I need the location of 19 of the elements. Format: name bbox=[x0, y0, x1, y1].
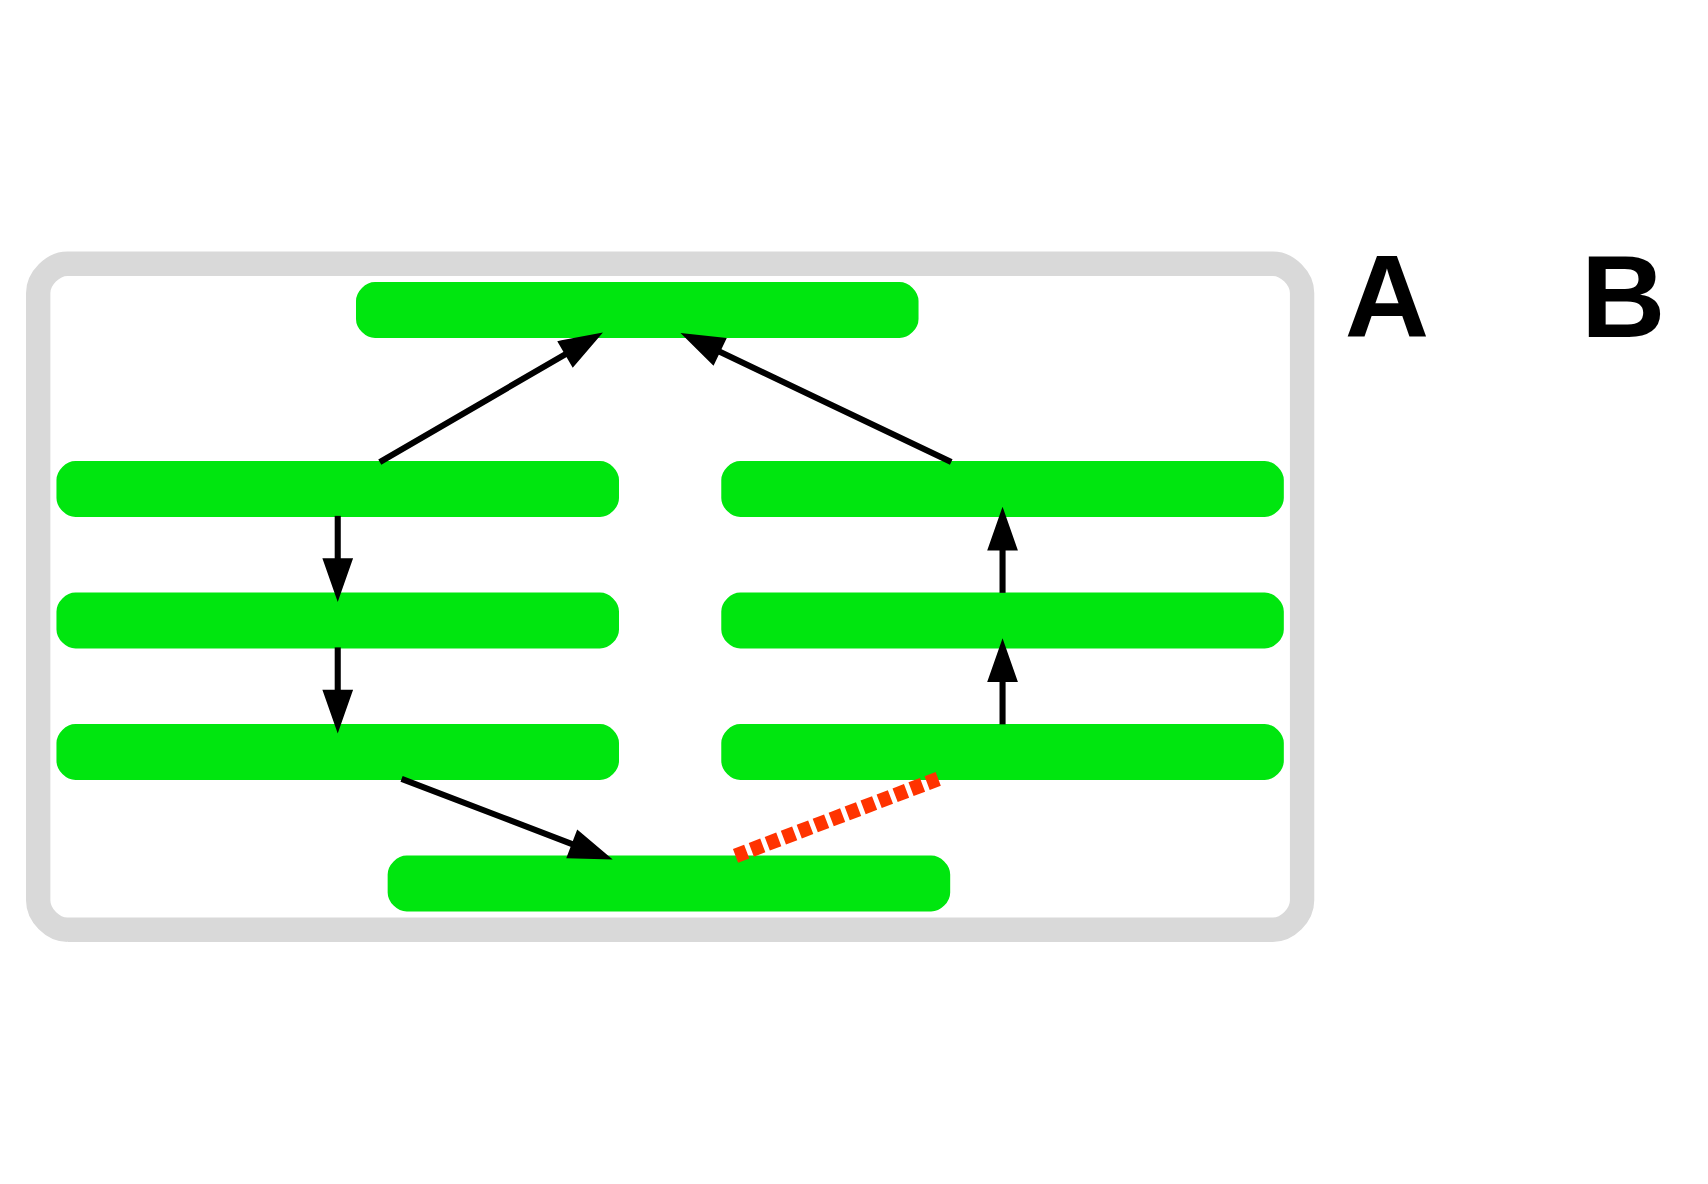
node-bar bbox=[721, 460, 1284, 517]
node-bar bbox=[721, 592, 1284, 648]
arrow bbox=[680, 332, 953, 465]
node-bar bbox=[56, 723, 619, 780]
connector bbox=[731, 771, 941, 863]
arrow bbox=[987, 506, 1018, 593]
cluster bbox=[26, 251, 1315, 942]
node-bar bbox=[56, 460, 619, 517]
arrow bbox=[400, 775, 613, 860]
arrow bbox=[322, 515, 354, 602]
node-bar bbox=[356, 281, 919, 338]
label: B bbox=[1580, 230, 1666, 362]
arrow bbox=[987, 637, 1018, 724]
arrow bbox=[322, 646, 354, 734]
node-bar bbox=[56, 592, 619, 648]
label: A bbox=[1344, 230, 1430, 362]
arrow bbox=[378, 331, 603, 465]
node-bar bbox=[721, 723, 1284, 780]
node-bar bbox=[387, 855, 951, 911]
